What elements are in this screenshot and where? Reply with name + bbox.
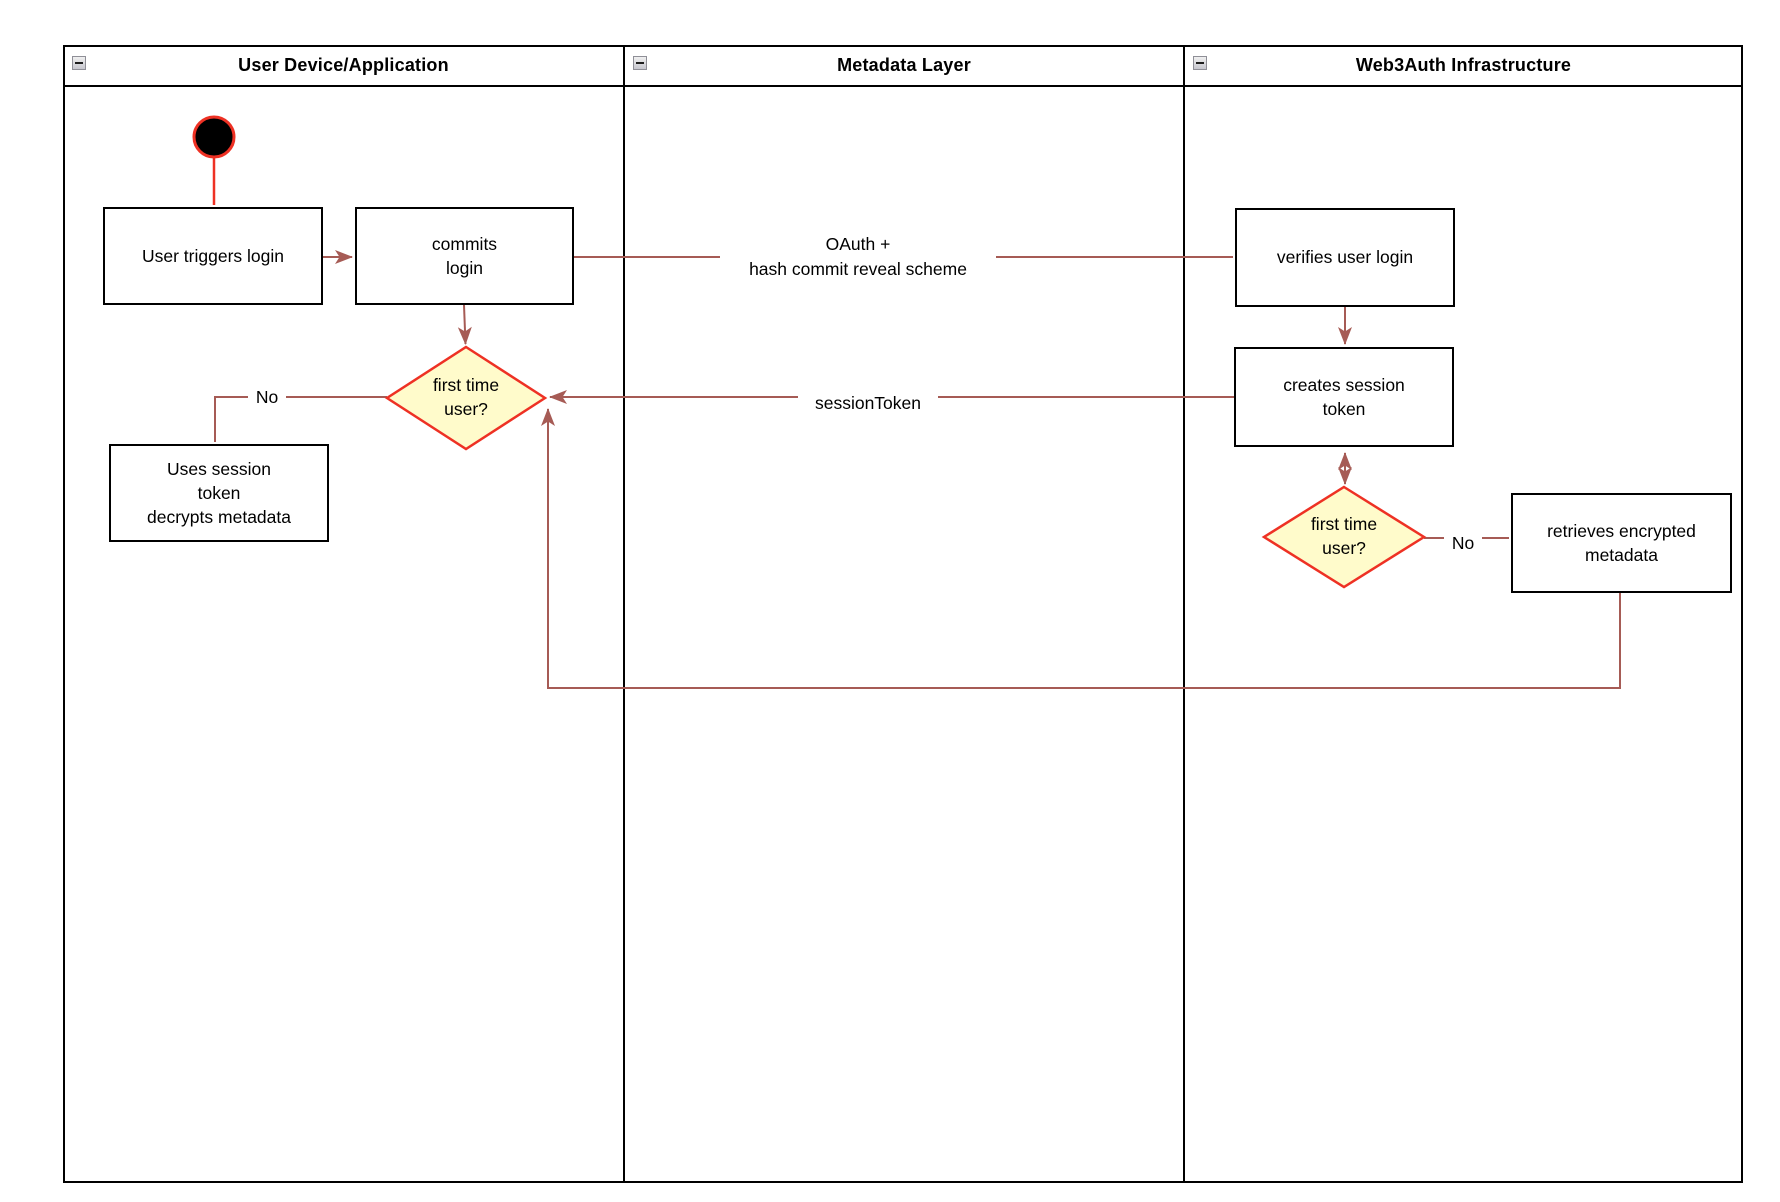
lane-title-metadata-layer: Metadata Layer bbox=[837, 54, 971, 75]
decision-label-right: first time user? bbox=[1310, 514, 1378, 558]
swimlane-frame bbox=[63, 45, 1743, 1183]
node-uses-session-token[interactable]: Uses session token decrypts metadata bbox=[109, 444, 329, 542]
edge-label-session-token[interactable]: sessionToken bbox=[798, 392, 938, 416]
node-label: creates session token bbox=[1283, 374, 1405, 419]
node-label: Uses session token decrypts metadata bbox=[147, 458, 291, 528]
collapse-lane-icon[interactable] bbox=[72, 56, 86, 70]
collapse-lane-icon[interactable] bbox=[1193, 56, 1207, 70]
header-divider-line bbox=[63, 85, 1743, 87]
edge-label-no-right[interactable]: No bbox=[1444, 533, 1482, 555]
node-label: commits login bbox=[431, 233, 498, 278]
node-label: retrieves encrypted metadata bbox=[1547, 520, 1696, 565]
node-retrieves-encrypted-metadata[interactable]: retrieves encrypted metadata bbox=[1511, 493, 1732, 593]
minus-icon bbox=[1196, 62, 1204, 64]
edge-label-no-left[interactable]: No bbox=[248, 386, 286, 409]
node-user-triggers-login[interactable]: User triggers login bbox=[103, 207, 323, 305]
lane-title-web3auth: Web3Auth Infrastructure bbox=[1355, 54, 1572, 75]
lane-header-metadata-layer[interactable]: Metadata Layer bbox=[624, 45, 1184, 85]
decision-label-left: first time user? bbox=[432, 375, 500, 419]
minus-icon bbox=[75, 62, 83, 64]
edge-label-oauth[interactable]: OAuth + hash commit reveal scheme bbox=[720, 231, 996, 283]
node-commits-login[interactable]: commits login bbox=[355, 207, 574, 305]
lane-divider-1 bbox=[623, 45, 625, 1183]
decision-first-time-user-left[interactable] bbox=[384, 345, 548, 451]
node-creates-session-token[interactable]: creates session token bbox=[1234, 347, 1454, 447]
decision-first-time-user-right[interactable] bbox=[1261, 485, 1427, 589]
collapse-lane-icon[interactable] bbox=[633, 56, 647, 70]
start-node[interactable] bbox=[192, 115, 236, 159]
lane-divider-2 bbox=[1183, 45, 1185, 1183]
lane-title-user-device: User Device/Application bbox=[238, 54, 449, 75]
lane-header-user-device[interactable]: User Device/Application bbox=[63, 45, 624, 85]
lane-header-web3auth[interactable]: Web3Auth Infrastructure bbox=[1184, 45, 1743, 85]
edge-retrieves-to-decision-feedback[interactable] bbox=[541, 408, 1621, 689]
edge-commits-to-decision[interactable] bbox=[457, 304, 472, 345]
node-verifies-user-login[interactable]: verifies user login bbox=[1235, 208, 1455, 307]
minus-icon bbox=[636, 62, 644, 64]
edge-no-to-uses-session-token[interactable] bbox=[214, 396, 387, 442]
node-label: User triggers login bbox=[142, 245, 284, 266]
node-label: verifies user login bbox=[1276, 247, 1414, 268]
